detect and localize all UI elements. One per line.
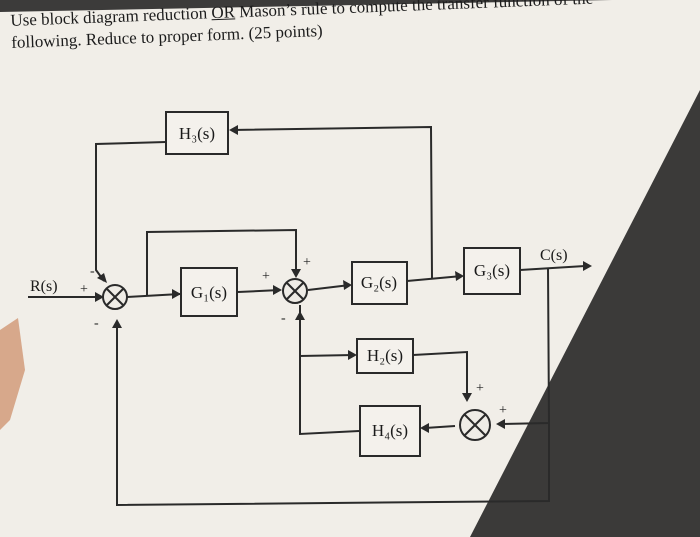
sign-sum2-top: + bbox=[303, 255, 311, 270]
block-h3-label: H₃(s) bbox=[179, 124, 215, 143]
wire-sum2-g2 bbox=[307, 284, 351, 291]
wire-h2-sum3 bbox=[412, 350, 468, 397]
sign-sum2-bottom: - bbox=[281, 311, 286, 326]
sign-sum2-left: + bbox=[262, 269, 270, 284]
wire-sum3-h4 bbox=[424, 425, 456, 429]
arrowhead bbox=[95, 292, 104, 302]
summing-junction-2 bbox=[282, 278, 308, 304]
block-g3-label: G₃(s) bbox=[474, 261, 510, 280]
output-label-c: C(s) bbox=[540, 247, 568, 264]
arrowhead bbox=[496, 419, 505, 429]
block-h4: H₄(s) bbox=[359, 405, 421, 457]
arrowhead bbox=[112, 319, 122, 328]
summing-junction-3 bbox=[459, 409, 491, 441]
block-g1-label: G₁(s) bbox=[191, 283, 227, 302]
input-label-r: R(s) bbox=[30, 278, 58, 295]
arrowhead bbox=[97, 273, 107, 283]
block-h3: H₃(s) bbox=[165, 111, 229, 155]
wire-g1-bypass bbox=[146, 228, 297, 296]
wire-output bbox=[519, 265, 586, 271]
sign-sum3-top: + bbox=[476, 381, 484, 396]
arrowhead bbox=[273, 285, 282, 295]
summing-junction-1 bbox=[102, 284, 128, 310]
block-h2: H₂(s) bbox=[356, 338, 414, 374]
sign-sum1-left: + bbox=[80, 282, 88, 297]
arrowhead bbox=[343, 280, 352, 290]
sign-sum1-top: - bbox=[90, 264, 95, 279]
arrowhead bbox=[455, 271, 464, 281]
arrowhead bbox=[420, 423, 429, 433]
wire-branch-h2 bbox=[299, 305, 355, 358]
wire-g2-g3 bbox=[406, 275, 463, 282]
arrowhead bbox=[291, 269, 301, 278]
wire-h3-feedback bbox=[231, 125, 433, 279]
block-g3: G₃(s) bbox=[463, 247, 521, 295]
arrowhead bbox=[348, 350, 357, 360]
sign-sum1-bottom: - bbox=[94, 316, 99, 331]
wire-branch-h4-path bbox=[299, 356, 360, 436]
block-g2: G₂(s) bbox=[351, 261, 408, 305]
sign-sum3-right: + bbox=[499, 403, 507, 418]
arrowhead bbox=[229, 125, 238, 135]
block-g2-label: G₂(s) bbox=[361, 273, 397, 292]
arrowhead bbox=[583, 261, 592, 271]
arrowhead bbox=[295, 311, 305, 320]
wire-h3-sum1 bbox=[95, 141, 167, 282]
block-g1: G₁(s) bbox=[180, 267, 238, 317]
wire-outer-feedback bbox=[116, 324, 550, 507]
finger bbox=[0, 318, 25, 430]
wire-sum1-g1 bbox=[126, 293, 181, 298]
block-h4-label: H₄(s) bbox=[372, 421, 408, 440]
arrowhead bbox=[172, 289, 181, 299]
arrowhead bbox=[462, 393, 472, 402]
block-h2-label: H₂(s) bbox=[367, 346, 403, 365]
